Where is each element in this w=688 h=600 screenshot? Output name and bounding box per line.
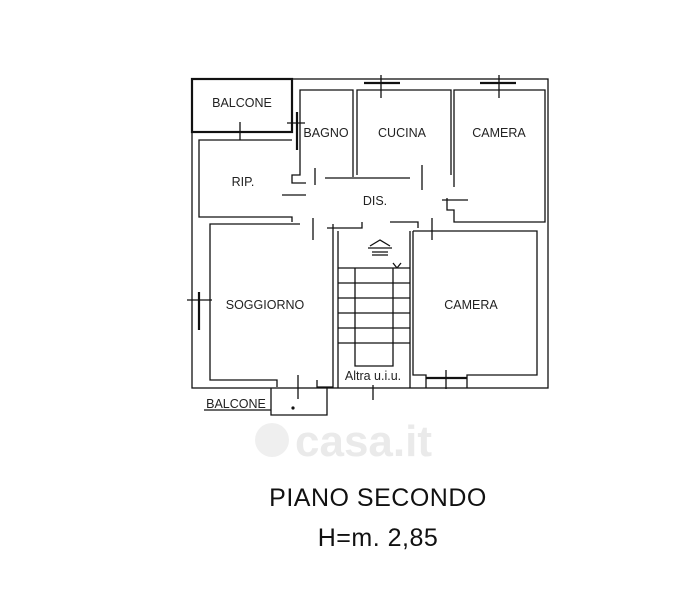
room-cucina <box>325 89 452 179</box>
room-camera-bottom <box>412 230 538 388</box>
label-camera-top: CAMERA <box>472 126 526 140</box>
label-altra-uiu: Altra u.i.u. <box>345 369 401 383</box>
watermark-text: casa.it <box>295 417 432 466</box>
label-rip: RIP. <box>232 175 255 189</box>
label-balcone-bottom: BALCONE <box>206 397 266 411</box>
room-bagno <box>291 89 354 184</box>
label-dis: DIS. <box>363 194 387 208</box>
floor-title: PIANO SECONDO <box>269 484 487 512</box>
door-window-marks <box>187 75 516 400</box>
stair-arrow-icon <box>368 239 402 269</box>
watermark: casa.it <box>255 417 432 466</box>
outer-wall <box>191 78 549 389</box>
label-cucina: CUCINA <box>378 126 427 140</box>
label-balcone-top: BALCONE <box>212 96 272 110</box>
room-rip <box>198 139 293 222</box>
stairwell <box>327 221 419 388</box>
label-camera-bottom: CAMERA <box>444 298 498 312</box>
label-bagno: BAGNO <box>303 126 348 140</box>
ceiling-height: H=m. 2,85 <box>317 524 439 552</box>
room-balcone-top <box>190 77 294 134</box>
room-soggiorno <box>209 223 334 388</box>
room-balcone-bottom <box>204 388 328 416</box>
room-camera-top <box>446 89 546 223</box>
label-soggiorno: SOGGIORNO <box>226 298 305 312</box>
